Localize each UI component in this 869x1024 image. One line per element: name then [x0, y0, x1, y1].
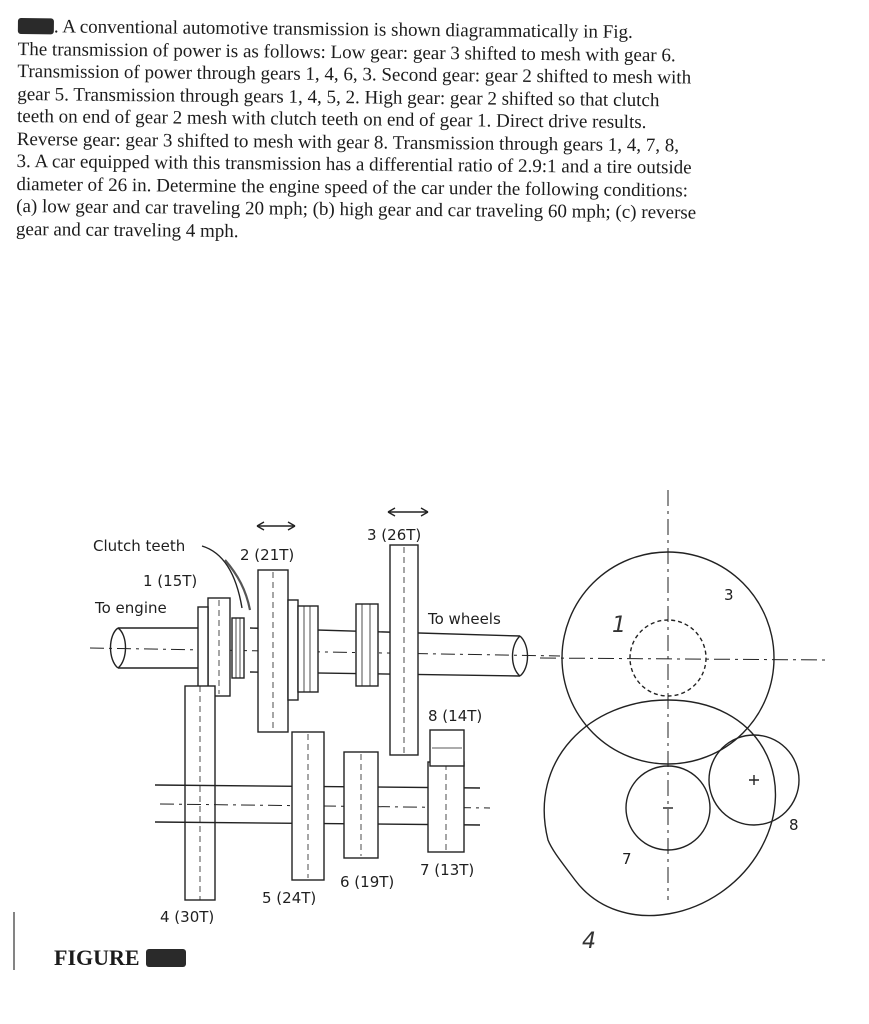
caption-text: FIGURE — [54, 945, 140, 970]
label-gear-4: 4 (30T) — [160, 908, 214, 926]
figure-caption: FIGURE — [54, 945, 186, 971]
gear-7-side — [427, 761, 465, 853]
gear-4-side — [184, 685, 216, 901]
input-shaft — [89, 627, 561, 669]
end-gear-8 — [708, 734, 800, 826]
end-label-4: 4 — [582, 929, 596, 954]
label-gear-7: 7 (13T) — [420, 861, 474, 879]
shift-arrow-gear-2 — [256, 521, 296, 531]
label-gear-8: 8 (14T) — [428, 707, 482, 725]
redacted-figure-number — [145, 949, 186, 967]
gear-8-side — [429, 729, 465, 767]
clutch-teeth — [231, 617, 245, 679]
label-to-wheels: To wheels — [427, 610, 501, 628]
clutch-teeth-leader — [201, 545, 243, 609]
end-gear-1 — [629, 619, 707, 697]
end-label-7: 7 — [622, 850, 632, 868]
shift-arrow-gear-3 — [387, 507, 429, 517]
gear-1-side — [197, 597, 231, 697]
gear-3-side — [355, 544, 419, 756]
label-clutch-teeth: Clutch teeth — [93, 537, 185, 555]
end-label-8: 8 — [789, 816, 799, 834]
gear-2-side — [257, 569, 319, 733]
label-gear-6: 6 (19T) — [340, 873, 394, 891]
end-label-3: 3 — [724, 586, 734, 604]
end-label-1: 1 — [612, 613, 626, 638]
clutch-teeth-leader-2 — [224, 559, 252, 611]
gear-5-side — [291, 731, 325, 881]
end-gear-7 — [625, 765, 711, 851]
end-gear-3 — [561, 551, 775, 765]
end-gear-4 — [543, 699, 777, 917]
label-to-engine: To engine — [94, 599, 167, 617]
label-gear-5: 5 (24T) — [262, 889, 316, 907]
label-gear-3: 3 (26T) — [367, 526, 421, 544]
label-gear-1: 1 (15T) — [143, 572, 197, 590]
gear-6-side — [343, 751, 379, 859]
label-gear-2: 2 (21T) — [240, 546, 294, 564]
end-view: 3 1 4 7 8 — [539, 490, 831, 954]
